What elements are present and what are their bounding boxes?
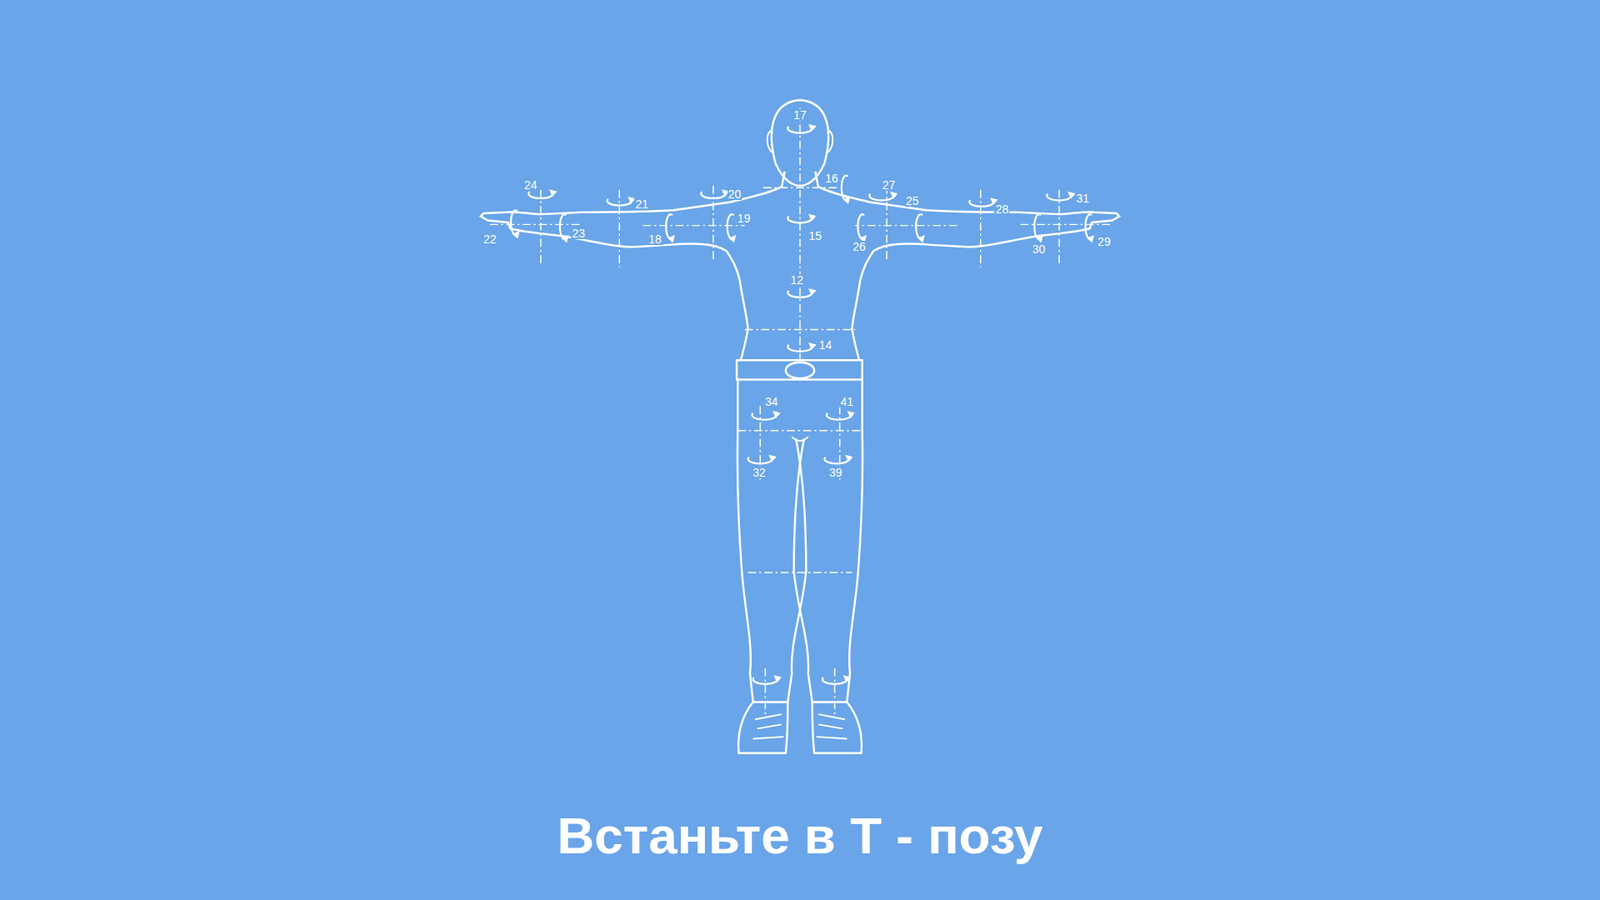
belt <box>736 360 863 380</box>
callout-number: 31 <box>1075 192 1090 205</box>
human-figure <box>480 100 1120 754</box>
callout-number: 22 <box>482 233 498 245</box>
rotation-arrow <box>510 126 1092 685</box>
callout-number: 41 <box>840 395 855 408</box>
callout-number: 17 <box>792 109 808 121</box>
crotch <box>791 436 809 441</box>
callout-number: 14 <box>818 339 834 351</box>
callout-number: 20 <box>727 188 743 200</box>
axis-line <box>737 108 862 573</box>
callout-number: 18 <box>647 233 663 245</box>
callout-number: 39 <box>828 466 844 479</box>
callout-number: 12 <box>790 274 805 286</box>
callout-number: 34 <box>764 395 780 408</box>
callout-number: 30 <box>1031 243 1047 255</box>
callout-number: 27 <box>881 179 897 191</box>
callout-number: 26 <box>851 240 867 253</box>
callout-number: 25 <box>905 195 920 207</box>
callout-number: 16 <box>824 172 840 185</box>
callout-number: 21 <box>634 198 650 210</box>
callout-number: 19 <box>736 212 752 225</box>
callout-number: 15 <box>808 230 824 242</box>
callout-number: 29 <box>1096 235 1112 248</box>
callout-number: 23 <box>570 227 586 240</box>
caption: Встаньте в Т - позу <box>557 805 1044 865</box>
buckle <box>785 362 815 380</box>
callout-number: 32 <box>751 466 767 479</box>
callout-number: 24 <box>523 179 539 191</box>
callout-number: 28 <box>995 203 1010 215</box>
